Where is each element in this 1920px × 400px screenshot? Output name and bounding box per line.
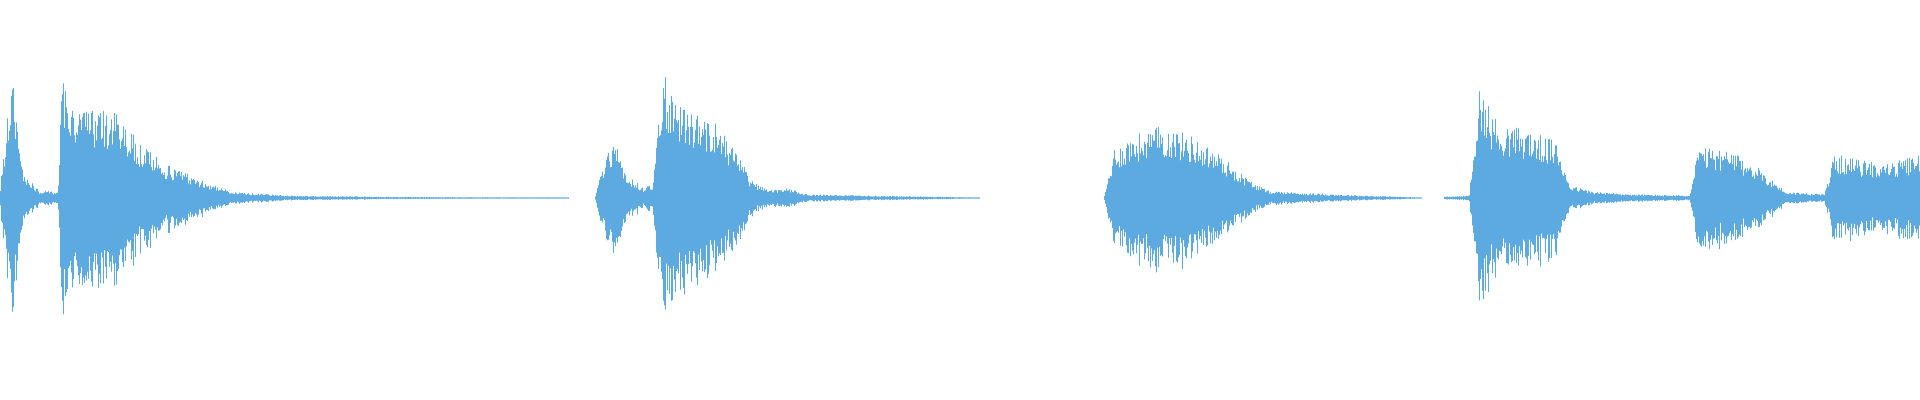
- waveform-bars: [0, 83, 569, 315]
- waveform-bars: [1444, 91, 1920, 301]
- waveform-bars: [595, 77, 980, 310]
- waveform-segment-1: [0, 83, 569, 315]
- waveform-bars: [1104, 127, 1422, 273]
- waveform-segment-3: [1104, 127, 1422, 273]
- waveform-segment-2: [595, 77, 980, 310]
- waveform-segment-4: [1444, 91, 1920, 301]
